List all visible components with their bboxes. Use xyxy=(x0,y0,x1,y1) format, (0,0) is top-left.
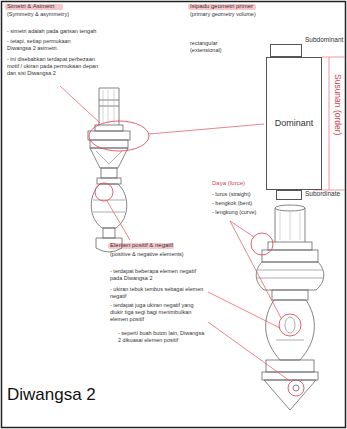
finial-sketch-right xyxy=(266,300,315,360)
note-text: - simetri adalah pada garisan tengah xyxy=(7,28,107,35)
callout-circle xyxy=(89,121,304,396)
callout-circle xyxy=(251,233,273,255)
highlight-mark xyxy=(5,4,256,249)
finial-sketch-right xyxy=(256,262,324,290)
leader-line xyxy=(230,221,254,237)
finial-sketch-left xyxy=(95,125,123,131)
callout-circle xyxy=(95,183,113,201)
highlight-mark xyxy=(188,4,256,10)
finial-sketch-left xyxy=(99,88,119,125)
block-label: Subdominant xyxy=(305,36,343,43)
finial-sketch-right xyxy=(275,205,305,211)
finial-sketch-right xyxy=(264,380,316,410)
finial-sketch-right xyxy=(256,205,324,410)
note-text: rectangular (extensional) xyxy=(190,40,234,54)
heading: Isipadu geometri primer xyxy=(190,3,253,11)
block-label: Dominant xyxy=(275,119,314,129)
finial-sketch-right xyxy=(262,250,318,262)
leader-line xyxy=(60,86,100,123)
note-text: - tetapi, setiap permukaan Diwangsa 2 as… xyxy=(7,38,89,52)
finial-sketch-left xyxy=(97,178,121,184)
finial-sketch-left xyxy=(96,151,122,164)
leader-line xyxy=(208,292,280,328)
highlight-mark xyxy=(5,4,63,10)
note-text: - seperti buah buton lain, Diwangsa 2 di… xyxy=(118,330,208,344)
leader-line xyxy=(60,86,290,381)
finial-sketch-right xyxy=(256,270,324,278)
leader-line xyxy=(107,201,130,240)
finial-sketch-left xyxy=(90,140,128,148)
note-text: - bengkok (bent) xyxy=(212,200,252,207)
finial-sketch-left xyxy=(91,184,127,228)
subheading: (primary geometry volume) xyxy=(190,11,256,18)
finial-sketch-left xyxy=(103,228,115,238)
order-bracket xyxy=(314,57,345,190)
note-text: - terdapat juga ukiran negatif yang diuk… xyxy=(110,302,208,323)
leader-line xyxy=(149,124,264,134)
finial-sketch-right xyxy=(275,208,305,242)
order-label: Susunan (order) xyxy=(332,74,343,135)
volume-block: Subordinate xyxy=(276,190,302,200)
leader-line xyxy=(230,221,281,318)
note-text: - lurus (straight) xyxy=(212,191,251,198)
leader-line xyxy=(208,322,290,381)
finial-sketch-right xyxy=(272,290,308,300)
finial-sketch-right xyxy=(262,372,318,380)
note-text: - ini disebabkan terdapat perbezaan moti… xyxy=(7,56,99,77)
page-title: Diwangsa 2 xyxy=(7,384,96,405)
highlight-mark xyxy=(108,243,174,249)
finial-sketch-right xyxy=(285,317,295,333)
callout-circle xyxy=(288,380,304,396)
finial-sketch-right xyxy=(280,212,300,240)
subheading: (Symmetry & asymmetry) xyxy=(7,11,69,18)
finial-sketch-left xyxy=(88,131,130,140)
callout-circle xyxy=(279,314,301,336)
volume-block: Dominant xyxy=(266,57,322,190)
note-text: - terdapat beberapa elemen negatif pada … xyxy=(110,268,202,282)
note-text: - lengkung (curve) xyxy=(212,209,256,216)
heading: Simetri & Asimetri xyxy=(7,3,54,11)
finial-sketch-left xyxy=(88,88,130,252)
finial-sketch-right xyxy=(268,242,312,250)
volume-block: Subdominant xyxy=(270,44,302,57)
finial-sketch-right xyxy=(266,360,314,372)
heading: Daya (force) xyxy=(212,180,245,188)
finial-sketch-left xyxy=(101,168,117,178)
finial-sketch-left xyxy=(93,200,125,212)
heading: Elemen positif & negatif xyxy=(110,242,173,250)
subheading: (positive & negative elements) xyxy=(110,251,184,258)
finial-sketch-right xyxy=(276,340,304,341)
block-label: Subordinate xyxy=(305,190,340,197)
order-bracket xyxy=(314,57,345,190)
finial-sketch-left xyxy=(103,90,114,124)
callout-circle xyxy=(89,121,149,151)
finial-sketch-right xyxy=(293,385,299,391)
note-text: - ukiran tebuk tembus sebagai elemen neg… xyxy=(110,286,206,300)
